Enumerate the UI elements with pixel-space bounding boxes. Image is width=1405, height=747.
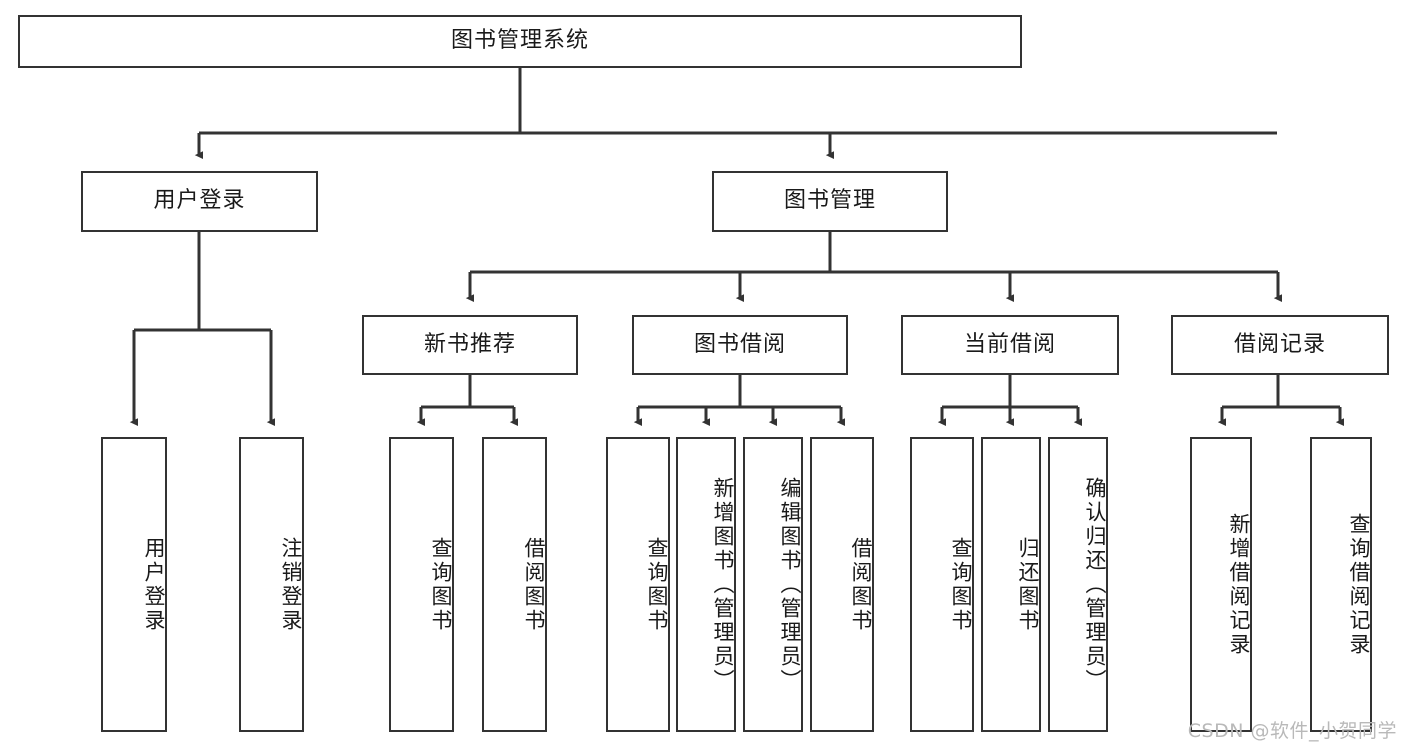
node-label: 当前借阅 — [963, 331, 1056, 357]
node-label: 借阅记录 — [1233, 331, 1326, 357]
node-root-book-management-system[interactable]: 图书管理系统 — [18, 15, 1022, 68]
connector-bookborrow-to-leaves — [633, 375, 846, 427]
connector-borrowrecord-to-leaves — [1217, 375, 1345, 427]
leaf-add-borrow-record[interactable]: 新增借阅记录 — [1190, 437, 1252, 732]
leaf-borrow-books[interactable]: 借阅图书 — [810, 437, 874, 732]
node-label: 确认归还（管理员） — [1083, 476, 1107, 693]
csdn-watermark: CSDN @软件_小贺同学 — [1187, 720, 1397, 742]
connector-userlogin-to-leaves — [129, 232, 276, 427]
node-label: 借阅图书 — [522, 536, 546, 633]
node-label: 注销登录 — [279, 536, 303, 633]
leaf-return-books[interactable]: 归还图书 — [981, 437, 1041, 732]
node-label: 查询图书 — [645, 536, 669, 633]
node-current-borrowing[interactable]: 当前借阅 — [901, 315, 1119, 375]
connector-newbook-to-leaves — [416, 375, 519, 427]
node-label: 查询借阅记录 — [1347, 512, 1371, 657]
leaf-query-borrow-record[interactable]: 查询借阅记录 — [1310, 437, 1372, 732]
leaf-user-login[interactable]: 用户登录 — [101, 437, 167, 732]
leaf-borrow-books-recommend[interactable]: 借阅图书 — [482, 437, 547, 732]
node-label: 查询图书 — [429, 536, 453, 633]
node-label: 图书管理系统 — [450, 28, 589, 54]
leaf-query-books-recommend[interactable]: 查询图书 — [389, 437, 454, 732]
node-label: 借阅图书 — [849, 536, 873, 633]
leaf-confirm-return-admin[interactable]: 确认归还（管理员） — [1048, 437, 1108, 732]
node-label: 用户登录 — [142, 536, 166, 633]
leaf-edit-book-admin[interactable]: 编辑图书（管理员） — [743, 437, 803, 732]
node-label: 用户登录 — [153, 188, 246, 214]
connector-bookmgmt-to-level3 — [465, 232, 1283, 303]
connector-currentborrow-to-leaves — [937, 375, 1083, 427]
node-label: 归还图书 — [1016, 536, 1040, 633]
leaf-query-books-current[interactable]: 查询图书 — [910, 437, 974, 732]
node-borrow-records[interactable]: 借阅记录 — [1171, 315, 1389, 375]
node-label: 查询图书 — [949, 536, 973, 633]
leaf-add-book-admin[interactable]: 新增图书（管理员） — [676, 437, 736, 732]
connector-root-to-level2 — [194, 67, 1277, 160]
node-label: 图书借阅 — [693, 331, 786, 357]
node-new-book-recommendation[interactable]: 新书推荐 — [362, 315, 578, 375]
node-book-management[interactable]: 图书管理 — [712, 171, 948, 232]
node-label: 新书推荐 — [423, 331, 516, 357]
node-label: 新增借阅记录 — [1227, 512, 1251, 657]
node-user-login[interactable]: 用户登录 — [81, 171, 318, 232]
node-label: 新增图书（管理员） — [711, 476, 735, 693]
leaf-logout[interactable]: 注销登录 — [239, 437, 304, 732]
node-label: 图书管理 — [783, 188, 876, 214]
node-book-borrowing[interactable]: 图书借阅 — [632, 315, 848, 375]
leaf-query-books-borrow[interactable]: 查询图书 — [606, 437, 670, 732]
node-label: 编辑图书（管理员） — [778, 476, 802, 693]
